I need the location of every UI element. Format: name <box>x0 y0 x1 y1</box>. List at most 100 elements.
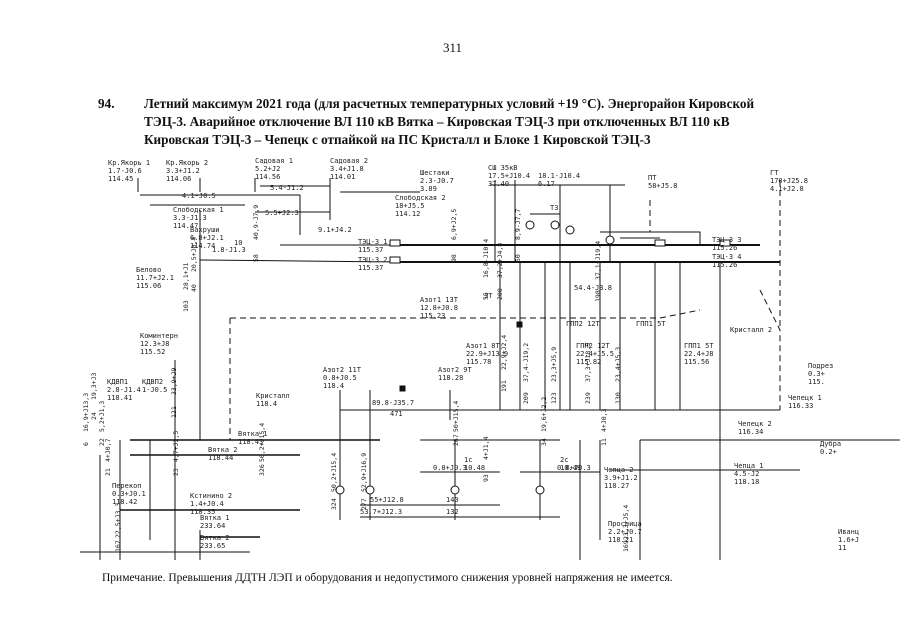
vertical-flow-label: 121 <box>170 406 178 418</box>
node-voltage: 114.56 <box>255 173 280 181</box>
node-voltage: 115.06 <box>136 282 161 290</box>
35kv-columns <box>494 180 611 262</box>
node-name: 2с <box>560 456 568 464</box>
flow-label: 1.8-J1.3 <box>212 246 246 254</box>
node-name: Перекоп <box>112 482 142 490</box>
node-voltage: 115.52 <box>140 348 165 356</box>
vertical-flow-label: 6,9+J2,5 <box>450 209 458 240</box>
vertical-flow-label: 37,1+J19,4 <box>594 241 602 280</box>
vertical-flow-label: 209 <box>522 392 530 404</box>
node-name: ГПП1 5Т <box>636 320 666 328</box>
node-name: Дубра <box>820 440 841 448</box>
flow-label: 0.8+J0.3 <box>557 464 591 472</box>
node-voltage: 118.27 <box>604 482 629 490</box>
vertical-flow-label: 267 <box>452 434 460 446</box>
flow-label: 132 <box>446 508 459 516</box>
vertical-flow-label: 5,2+J1,3 <box>98 401 106 432</box>
vertical-flow-label: 33,9+J9 <box>170 368 178 395</box>
node-flow: 0.3+J0.1 <box>112 490 146 498</box>
page-number: 311 <box>442 40 463 55</box>
vertical-flow-label: 191 <box>500 380 508 392</box>
vertical-flow-label: 277 <box>360 498 368 510</box>
vyatka-buses <box>120 439 380 538</box>
node-name: ТЭЦ-3 4 <box>712 253 742 261</box>
vertical-flow-label: 169 <box>622 540 630 552</box>
heading-line-3: Кировская ТЭЦ-3 – Чепецк с отпайкой на П… <box>144 132 651 147</box>
node-voltage: 118.28 <box>438 374 463 382</box>
node-name: Слободская 2 <box>395 194 446 202</box>
footnote: Примечание. Превышения ДДТН ЛЭП и оборуд… <box>102 572 673 584</box>
equipment-layer <box>335 220 731 495</box>
node-flow: 5.2+J2 <box>255 165 280 173</box>
vertical-flow-label: 58 <box>252 254 260 262</box>
node-flow: 11.7+J2.1 <box>136 274 174 282</box>
transformer-icon <box>535 485 545 495</box>
node-voltage: 118.18 <box>734 478 759 486</box>
node-name: Кр.Якорь 2 <box>166 159 208 167</box>
vertical-flow-label: 4+J1,4 <box>482 436 490 460</box>
vertical-flow-label: 19,6+J2,2 <box>540 397 548 432</box>
transformer-icon <box>335 485 345 495</box>
vertical-flow-label: 50+J15,4 <box>452 401 460 432</box>
node-name: Чепецк 1 <box>788 394 822 402</box>
vertical-flow-label: 34 <box>540 438 548 446</box>
vertical-flow-label: 98 <box>450 254 458 262</box>
node-voltage: 114.06 <box>166 175 191 183</box>
node-name: Вахруши <box>190 226 220 234</box>
vertical-flow-label: 20,5+J0,4 <box>190 237 198 272</box>
vertical-flow-label: 23,3+J5,9 <box>550 347 558 382</box>
node-voltage: 10.49 <box>560 464 581 472</box>
node-flow: 0.3+ <box>808 370 825 378</box>
node-voltage: 116.33 <box>788 402 813 410</box>
vertical-flow-label: 130 <box>614 392 622 404</box>
node-name: Белово <box>136 266 161 274</box>
vertical-flow-label: 23,3+J5,4 <box>622 505 630 540</box>
node-voltage: 115. <box>808 378 825 386</box>
node-voltage: 3.89 <box>420 185 437 193</box>
vertical-flow-label: 23,4+J5,3 <box>614 347 622 382</box>
node-name: Шестаки <box>420 169 450 177</box>
node-flow: 1.6+J <box>838 536 859 544</box>
node-name: Азот2 9Т <box>438 366 473 374</box>
node-name: КДВП1 <box>107 378 128 386</box>
flow-label: 55+J12.8 <box>370 496 404 504</box>
node-voltage: 118.4 <box>256 400 277 408</box>
node-name: Кристалл <box>256 392 290 400</box>
35kv-buses <box>490 184 625 215</box>
vertical-flow-label: 55 <box>482 292 490 300</box>
breaker-open-icon <box>516 321 523 328</box>
south-verticals <box>454 420 721 560</box>
flow-label: 89.8-J35.7 <box>372 399 414 407</box>
node-voltage: 115.56 <box>684 358 709 366</box>
node-voltage: 114.45 <box>108 175 133 183</box>
node-voltage: 115.26 <box>712 244 737 252</box>
vertical-flow-label: 19,3+J3 <box>90 373 98 400</box>
node-flow: 0.8+J0.5 <box>323 374 357 382</box>
breaker-open-icon <box>399 385 406 392</box>
vertical-flow-label: 37,2+J4,8 <box>496 243 504 278</box>
flow-label: 3T <box>484 292 493 300</box>
node-voltage: 6.17 <box>538 180 555 188</box>
node-flow: 6.8+J2.1 <box>190 234 224 242</box>
transformer-icon <box>365 485 375 495</box>
vertical-flow-label: 24 <box>90 412 98 420</box>
node-flow: 4.5-J2 <box>734 470 759 478</box>
node-voltage: 118.35 <box>190 508 215 516</box>
node-voltage: 116.34 <box>738 428 763 436</box>
heading-line-1: Летний максимум 2021 года (для расчетных… <box>144 96 755 111</box>
vertical-flow-label: 37,3+J18,5 <box>584 343 592 382</box>
dashed-chepetsk-line <box>759 180 781 410</box>
distribution-verticals <box>174 210 721 440</box>
node-flow: 1-J0.5 <box>142 386 167 394</box>
flow-label: 10 <box>234 239 242 247</box>
node-name: Вятка 1 <box>238 430 268 438</box>
node-flow: 170+J25.8 <box>770 177 808 185</box>
node-voltage: 114.47 <box>173 222 198 230</box>
node-flow: 1.7-J0.6 <box>108 167 142 175</box>
vertical-flow-label: 21 <box>104 468 112 476</box>
node-voltage: 114.74 <box>190 242 215 250</box>
tec3-units <box>600 231 701 245</box>
node-flow: 22.4+J8 <box>684 350 714 358</box>
vertical-flow-label: 40 <box>190 284 198 292</box>
azot-verticals <box>339 390 451 520</box>
